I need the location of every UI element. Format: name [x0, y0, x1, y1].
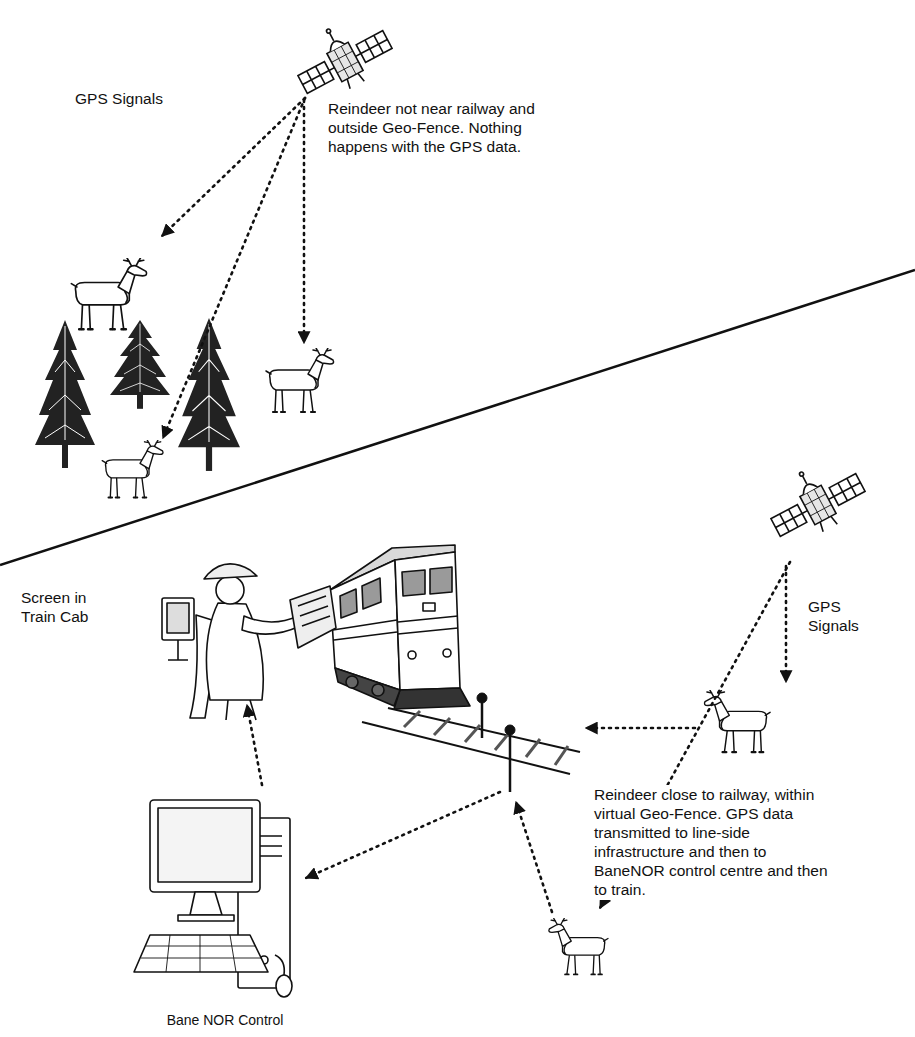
control-centre: Bane NOR Control — [140, 785, 310, 1031]
train-illustration — [330, 545, 470, 709]
railway-track — [362, 708, 580, 774]
reindeer-icon — [71, 258, 146, 329]
node-label: Bane NOR Control — [167, 1012, 284, 1029]
line-side-pole — [477, 693, 515, 792]
trees-illustration — [35, 318, 240, 471]
signal-label: GPS Signals — [75, 90, 185, 109]
signal-label: GPS Signals — [808, 598, 872, 636]
train-driver-illustration — [162, 564, 336, 720]
reindeer-icon — [266, 348, 334, 412]
label-slot: GPS Signals — [75, 90, 185, 109]
train-cab: Screen in Train Cab — [15, 555, 335, 705]
label-slot: Reindeer close to railway, within virtua… — [592, 785, 832, 900]
satellite-icon — [285, 7, 399, 108]
reindeer-icon — [549, 918, 608, 974]
note-text: Reindeer not near railway and outside Ge… — [328, 100, 578, 157]
data-flow-arrow — [247, 705, 262, 785]
reindeer-icon — [102, 440, 163, 498]
satellite-icon — [758, 450, 872, 551]
node-label: Screen in Train Cab — [21, 589, 113, 627]
computer-illustration — [134, 800, 292, 997]
divider-line — [0, 270, 915, 565]
label-slot: Reindeer not near railway and outside Ge… — [328, 100, 578, 157]
label-slot: GPS Signals — [808, 598, 872, 636]
gps-signal-arrow — [162, 98, 305, 438]
note-text: Reindeer close to railway, within virtua… — [592, 785, 832, 900]
